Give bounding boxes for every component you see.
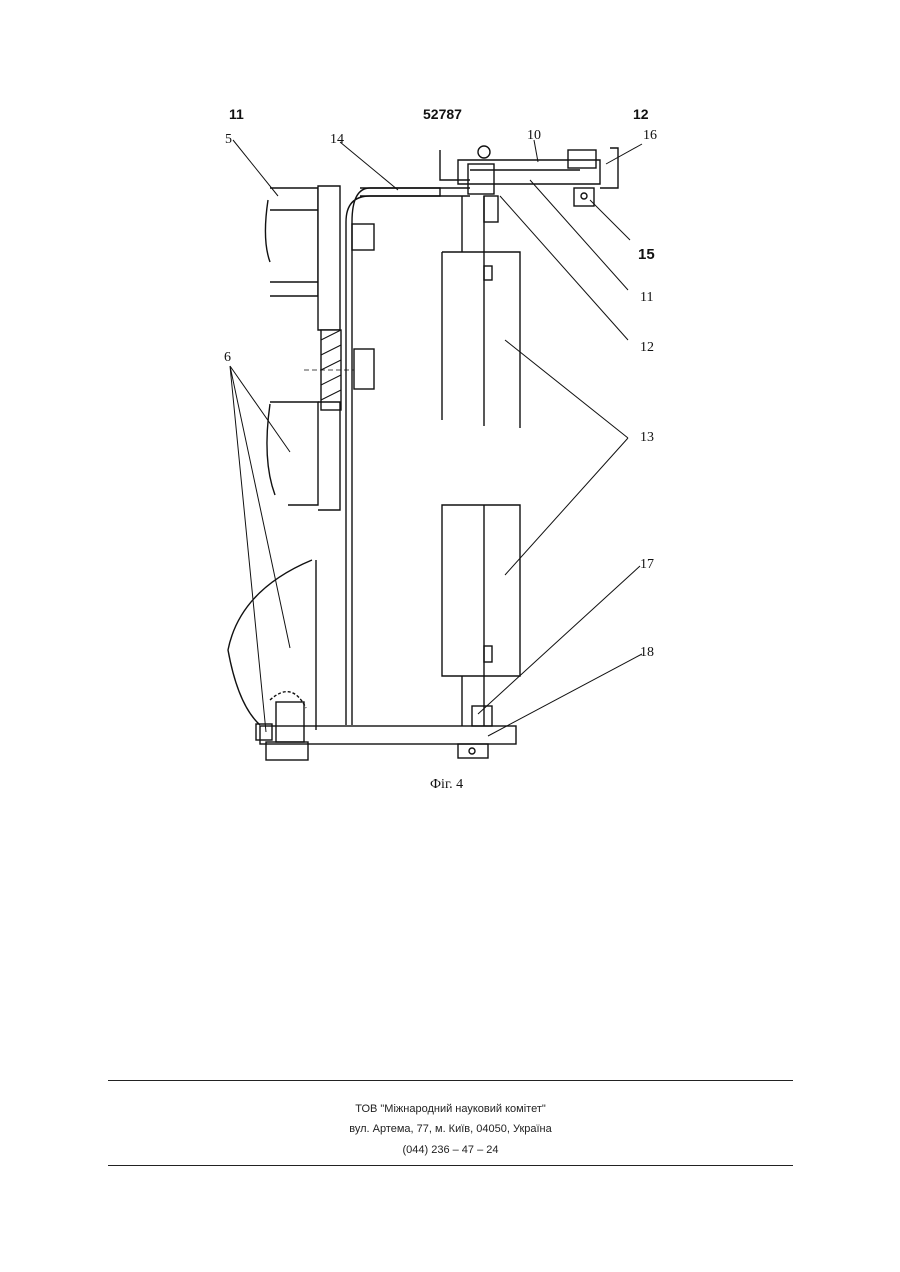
label-part-17: 17 <box>640 557 654 573</box>
frame-upper-left <box>270 188 318 296</box>
label-part-6: 6 <box>224 350 231 366</box>
footer-rule-top <box>108 1080 793 1081</box>
label-part-13: 13 <box>640 430 654 446</box>
label-part-10: 10 <box>527 128 541 144</box>
footer-address: вул. Артема, 77, м. Київ, 04050, Україна <box>108 1123 793 1135</box>
label-part-14: 14 <box>330 132 344 148</box>
footer-phone: (044) 236 – 47 – 24 <box>108 1144 793 1156</box>
label-part-12: 12 <box>640 340 654 356</box>
label-part-15: 15 <box>638 246 655 263</box>
label-part-16: 16 <box>643 128 657 144</box>
footer-rule-bottom <box>108 1165 793 1166</box>
figure-caption: Фіг. 4 <box>430 777 463 793</box>
footer-company: ТОВ "Міжнародний науковий комітет" <box>108 1103 793 1115</box>
label-part-11: 11 <box>640 290 653 306</box>
label-part-5: 5 <box>225 132 232 148</box>
label-part-18: 18 <box>640 645 654 661</box>
